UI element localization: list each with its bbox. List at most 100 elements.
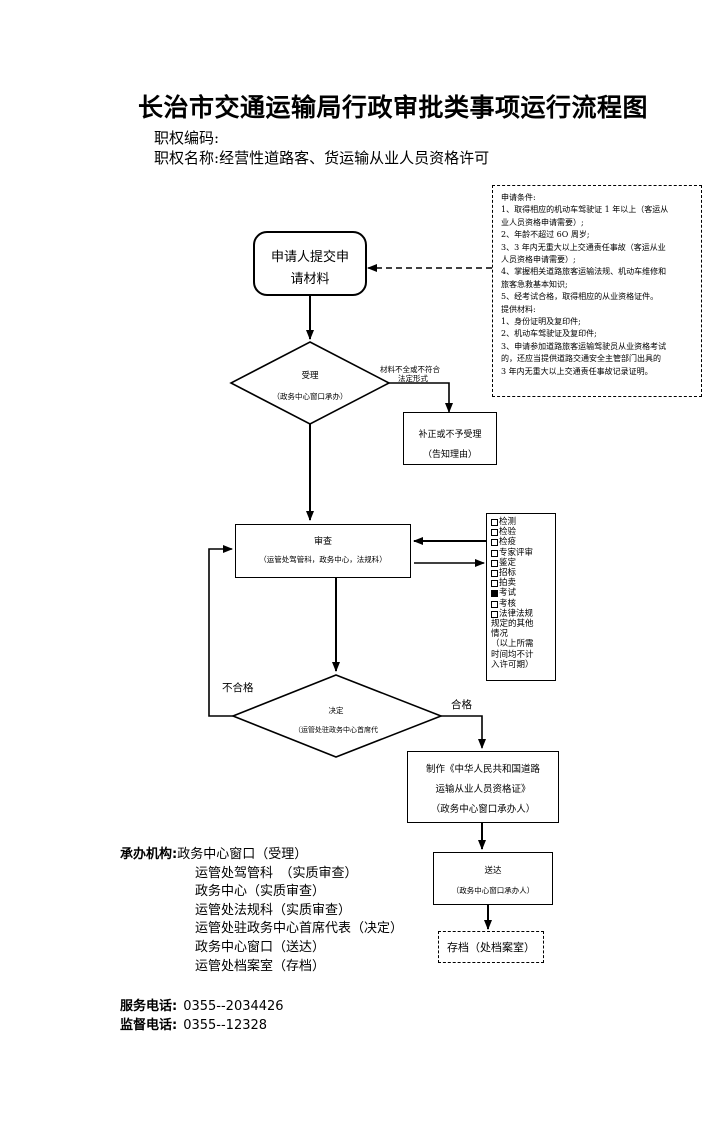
checklist-item: 专家评审 bbox=[491, 548, 551, 558]
correct-box: 补正或不予受理 （告知理由） bbox=[403, 412, 497, 465]
checkbox-icon bbox=[491, 519, 498, 526]
supervise-phone-value: 0355--12328 bbox=[183, 1018, 268, 1033]
decide-sub: （运管处驻政务中心首席代 bbox=[294, 726, 378, 734]
agency-row: 运管处驻政务中心首席代表（决定） bbox=[120, 920, 403, 939]
agency-item: 政务中心窗口（受理） bbox=[177, 847, 308, 862]
deliver-sub: （政务中心窗口承办人） bbox=[451, 886, 535, 895]
checklist-other-line-2: 规定的其他 bbox=[491, 619, 534, 630]
agency-item: 政务中心（实质审查） bbox=[195, 884, 326, 900]
supervise-phone-row: 监督电话: 0355--12328 bbox=[120, 1014, 267, 1033]
checklist-item: 鉴定 bbox=[491, 558, 551, 568]
agency-row: 运管处档案室（存档） bbox=[120, 958, 403, 977]
decide-title: 决定 bbox=[328, 706, 344, 715]
decide-diamond bbox=[230, 674, 444, 758]
checkbox-icon bbox=[491, 610, 498, 618]
review-box: 审查 （运管处驾管科，政务中心，法规科） bbox=[235, 524, 411, 578]
correct-sub: （告知理由） bbox=[422, 450, 477, 460]
conditions-line: 1、取得相应的机动车驾驶证 1 年以上（客运从 bbox=[501, 205, 669, 215]
conditions-line: 3、3 年内无重大以上交通责任事故（客运从业 bbox=[501, 242, 666, 252]
fail-label: 不合格 bbox=[222, 682, 254, 694]
conditions-line: 4、掌握相关道路旅客运输法规、机动车维修和 bbox=[501, 267, 667, 277]
service-phone-label: 服务电话: bbox=[120, 999, 178, 1014]
checkbox-icon bbox=[491, 539, 498, 547]
checklist-item: 检疫 bbox=[491, 537, 551, 547]
archive-box: 存档（处档案室） bbox=[438, 931, 544, 963]
checklist-item-label: 拍卖 bbox=[499, 578, 517, 589]
checklist-item: 考核 bbox=[491, 599, 551, 609]
review-sub: （运管处驾管科，政务中心，法规科） bbox=[259, 555, 387, 564]
checked-box-icon bbox=[491, 590, 498, 598]
agency-row: 政务中心（实质审查） bbox=[120, 883, 403, 902]
checklist-box: 检测检验检疫专家评审鉴定招标拍卖考试考核 法律法规 规定的其他 情况 （以上所需… bbox=[486, 513, 556, 681]
conditions-line: 旅客急救基本知识; bbox=[501, 279, 568, 289]
checkbox-icon bbox=[491, 600, 498, 608]
checklist-note-line-1: （以上所需 bbox=[491, 639, 534, 650]
checkbox-icon bbox=[491, 549, 498, 557]
checklist-other: 法律法规 bbox=[491, 609, 551, 619]
checklist-item: 检测 bbox=[491, 517, 551, 527]
arrow-pass-make bbox=[441, 715, 486, 749]
checklist-item-label: 考试 bbox=[499, 588, 517, 599]
agency-lines: 承办机构:政务中心窗口（受理）运管处驾管科 （实质审查）政务中心（实质审查）运管… bbox=[120, 846, 403, 976]
conditions-line: 3、申请参加道路旅客运输驾驶员从业资格考试 bbox=[501, 341, 667, 351]
reject-note: 材料不全或不符合 法定形式 bbox=[380, 365, 440, 383]
reject-note-line-1: 材料不全或不符合 bbox=[380, 365, 440, 374]
correct-title: 补正或不予受理 bbox=[418, 430, 482, 440]
checklist-item-label: 鉴定 bbox=[499, 557, 517, 568]
service-phone-value: 0355--2034426 bbox=[183, 999, 284, 1014]
power-code-label: 职权编码: bbox=[154, 129, 220, 147]
agency-row: 承办机构:政务中心窗口（受理） bbox=[120, 846, 403, 865]
checklist-item-label: 招标 bbox=[499, 568, 517, 579]
agency-item: 运管处驻政务中心首席代表（决定） bbox=[195, 921, 404, 937]
checklist-other-line-1: 法律法规 bbox=[499, 608, 534, 619]
conditions-line: 1、身份证明及复印件; bbox=[501, 317, 581, 327]
checklist-items: 检测检验检疫专家评审鉴定招标拍卖考试考核 bbox=[491, 517, 551, 609]
conditions-line: 申请条件: bbox=[501, 193, 536, 202]
checklist-item-label: 考核 bbox=[499, 598, 517, 609]
checklist-item-label: 检验 bbox=[499, 527, 517, 538]
apply-box: 申请人提交申 请材料 bbox=[253, 231, 367, 296]
make-certificate-box: 制作《中华人民共和国道路 运输从业人员资格证》 （政务中心窗口承办人） bbox=[407, 751, 559, 823]
checklist-item-label: 检测 bbox=[499, 517, 517, 527]
conditions-lines: 申请条件: 1、取得相应的机动车驾驶证 1 年以上（客运从业人员资格申请需要）; 2… bbox=[501, 192, 693, 378]
accept-title: 受理 bbox=[301, 371, 319, 381]
power-name-label: 职权名称: bbox=[154, 149, 220, 167]
conditions-line: 2、年龄不超过 6O 周岁; bbox=[501, 230, 590, 240]
supervise-phone-label: 监督电话: bbox=[120, 1018, 178, 1033]
conditions-line: 的，还应当提供道路交通安全主管部门出具的 bbox=[501, 354, 661, 364]
conditions-line: 2、机动车驾驶证及复印件; bbox=[501, 329, 597, 339]
checklist-item: 考试 bbox=[491, 588, 551, 598]
conditions-line: 5、经考试合格，取得相应的从业资格证件。 bbox=[501, 292, 659, 302]
apply-line-2: 请材料 bbox=[290, 272, 330, 287]
power-name-value: 经营性道路客、货运输从业人员资格许可 bbox=[219, 149, 490, 167]
deliver-title: 送达 bbox=[484, 866, 502, 876]
page-title: 长治市交通运输局行政审批类事项运行流程图 bbox=[138, 93, 649, 122]
checklist-item-label: 专家评审 bbox=[499, 547, 534, 558]
pass-label: 合格 bbox=[451, 699, 472, 711]
review-title: 审查 bbox=[313, 537, 332, 547]
agency-row: 政务中心窗口（送达） bbox=[120, 939, 403, 958]
checklist-note-line-3: 入许可期） bbox=[491, 659, 534, 670]
conditions-line: 3 年内无重大以上交通责任事故记录证明。 bbox=[501, 366, 653, 376]
apply-line-1: 申请人提交申 bbox=[270, 250, 349, 265]
accept-sub: （政务中心窗口承办） bbox=[272, 392, 348, 401]
checklist-item: 拍卖 bbox=[491, 578, 551, 588]
checklist-item-label: 检疫 bbox=[499, 537, 517, 548]
conditions-line: 业人员资格申请需要）; bbox=[501, 217, 584, 227]
agency-row: 运管处驾管科 （实质审查） bbox=[120, 865, 403, 884]
checkbox-icon bbox=[491, 559, 498, 567]
agencies-label: 承办机构: bbox=[120, 847, 178, 862]
make-line-2: 运输从业人员资格证》 bbox=[435, 784, 531, 795]
checklist-note-line-2: 时间均不计 bbox=[491, 649, 534, 660]
conditions-box: 申请条件: 1、取得相应的机动车驾驶证 1 年以上（客运从业人员资格申请需要）; 2… bbox=[492, 185, 702, 397]
agency-item: 运管处驾管科 （实质审查） bbox=[195, 865, 358, 881]
checkbox-icon bbox=[491, 529, 498, 537]
agencies-block: 承办机构:政务中心窗口（受理）运管处驾管科 （实质审查）政务中心（实质审查）运管… bbox=[120, 846, 403, 976]
make-line-3: （政务中心窗口承办人） bbox=[430, 804, 536, 815]
checklist-item: 检验 bbox=[491, 527, 551, 537]
agency-item: 政务中心窗口（送达） bbox=[195, 939, 326, 955]
checklist-other-line-3: 情况 bbox=[491, 629, 509, 640]
archive-label: 存档（处档案室） bbox=[447, 941, 535, 954]
arrow-accept-correct bbox=[389, 382, 453, 413]
make-line-1: 制作《中华人民共和国道路 bbox=[425, 764, 540, 775]
